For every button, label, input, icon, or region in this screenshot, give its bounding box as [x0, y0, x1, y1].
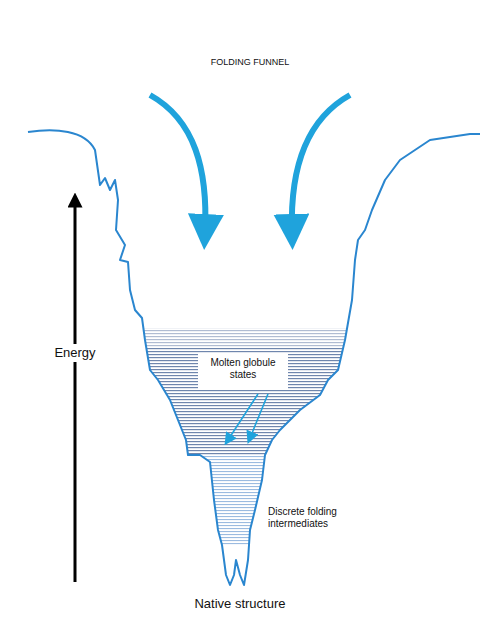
- small-arrow: [228, 394, 258, 440]
- native-label: Native structure: [140, 596, 340, 612]
- energy-axis: [74, 200, 77, 582]
- folding-arrow: [292, 95, 350, 232]
- region-label: Discrete folding intermediates: [268, 506, 364, 530]
- label-box: [198, 354, 288, 390]
- hatching: [100, 328, 400, 546]
- diagram-title: FOLDING FUNNEL: [150, 57, 350, 68]
- folding-arrow: [150, 95, 205, 232]
- funnel-outline: [28, 130, 480, 585]
- region-label: Molten globule states: [200, 357, 286, 381]
- small-arrow: [250, 394, 268, 438]
- axis-label: Energy: [53, 344, 96, 362]
